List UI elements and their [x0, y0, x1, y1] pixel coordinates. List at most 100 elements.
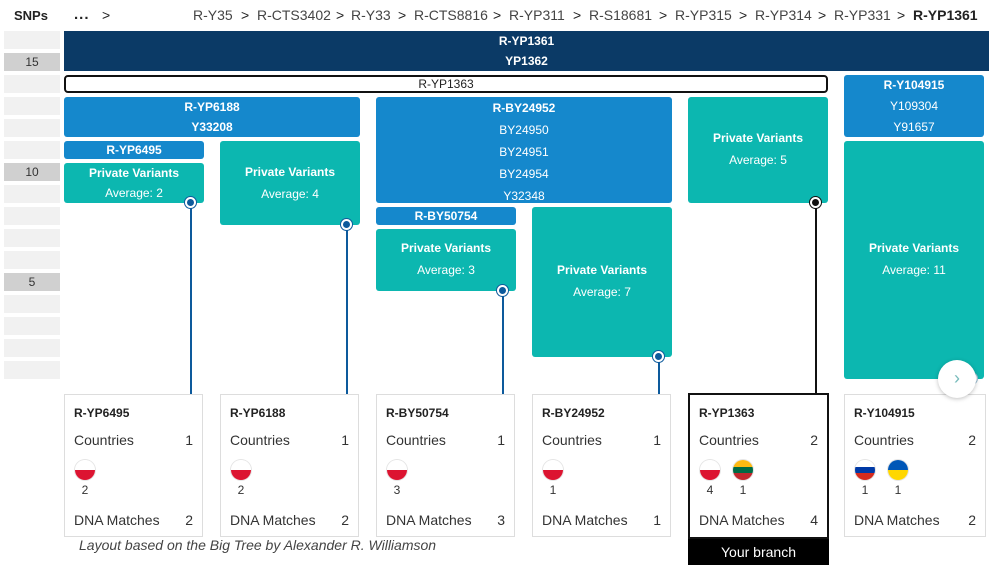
ukraine-flag-icon[interactable] [888, 460, 908, 480]
branch-card-r-by50754[interactable]: R-BY50754 Countries 1 3 DNA Matches 3 [376, 394, 515, 537]
breadcrumb-item-r-cts8816[interactable]: R-CTS8816 [414, 7, 488, 23]
node-r-yp6495[interactable]: R-YP6495 [64, 141, 204, 159]
countries-count: 1 [341, 432, 349, 448]
breadcrumb-item-r-cts3402[interactable]: R-CTS3402 [257, 7, 331, 23]
breadcrumb-separator: > [241, 7, 250, 23]
connector-dot [653, 351, 664, 362]
snp-scale-cell [4, 75, 60, 93]
node-label: R-YP6188 [184, 100, 240, 114]
connector-dot [185, 197, 196, 208]
node-snp: Y33208 [191, 120, 233, 134]
private-variants-title: Private Variants [868, 241, 960, 255]
matches-label: DNA Matches [699, 512, 785, 528]
card-title: R-YP6188 [230, 406, 286, 420]
snp-scale-cell [4, 229, 60, 247]
countries-count: 1 [653, 432, 661, 448]
breadcrumb-item-r-yp315[interactable]: R-YP315 [675, 7, 732, 23]
connector-dot [341, 219, 352, 230]
matches-count: 2 [968, 512, 976, 528]
snp-scale-cell [4, 317, 60, 335]
flag-count: 3 [393, 483, 401, 497]
matches-label: DNA Matches [386, 512, 472, 528]
lithuania-flag-icon[interactable] [733, 460, 753, 480]
connector-line-your-branch [815, 204, 817, 394]
snp-scale-cell [4, 295, 60, 313]
flag-count: 1 [894, 483, 902, 497]
private-variants-average: Average: 11 [882, 263, 946, 277]
breadcrumb-item-r-s18681[interactable]: R-S18681 [589, 7, 653, 23]
matches-label: DNA Matches [854, 512, 940, 528]
poland-flag-icon[interactable] [387, 460, 407, 480]
breadcrumb-separator: > [493, 7, 502, 23]
breadcrumb-ellipsis[interactable]: ... [74, 6, 90, 23]
node-r-by24952[interactable]: R-BY24952 BY24950 BY24951 BY24954 Y32348 [376, 97, 672, 203]
chevron-right-icon: › [954, 368, 960, 388]
poland-flag-icon[interactable] [231, 460, 251, 480]
node-snp: Y91657 [893, 120, 935, 134]
private-variants-r-y104915[interactable]: Private Variants Average: 11 [844, 141, 984, 379]
flag-count: 2 [237, 483, 245, 497]
branch-card-r-yp6188[interactable]: R-YP6188 Countries 1 2 DNA Matches 2 [220, 394, 359, 537]
countries-count: 2 [810, 432, 818, 448]
countries-label: Countries [386, 432, 446, 448]
attribution-footnote: Layout based on the Big Tree by Alexande… [79, 537, 437, 553]
breadcrumb-item-r-y33[interactable]: R-Y33 [351, 7, 391, 23]
snp-scale-label: 5 [4, 273, 60, 291]
connector-line [502, 292, 504, 394]
your-branch-badge: Your branch [688, 539, 829, 565]
breadcrumb-item-r-yp314[interactable]: R-YP314 [755, 7, 812, 23]
node-r-yp1363[interactable]: R-YP1363 [64, 75, 828, 93]
snps-header: SNPs [14, 8, 48, 23]
private-variants-average: Average: 4 [261, 187, 319, 201]
countries-count: 1 [185, 432, 193, 448]
branch-card-r-yp1363[interactable]: R-YP1363 Countries 2 4 1 DNA Matches 4 [688, 393, 829, 539]
private-variants-r-by24952[interactable]: Private Variants Average: 7 [532, 207, 672, 357]
private-variants-r-yp1363[interactable]: Private Variants Average: 5 [688, 97, 828, 203]
flag-count: 4 [706, 483, 714, 497]
countries-row: Countries 1 [230, 432, 349, 448]
private-variants-r-yp6188[interactable]: Private Variants Average: 4 [220, 141, 360, 225]
private-variants-r-yp6495[interactable]: Private Variants Average: 2 [64, 163, 204, 203]
node-snp: BY24951 [499, 145, 549, 159]
private-variants-r-by50754[interactable]: Private Variants Average: 3 [376, 229, 516, 291]
node-r-y104915[interactable]: R-Y104915 Y109304 Y91657 [844, 75, 984, 137]
node-r-by50754[interactable]: R-BY50754 [376, 207, 516, 225]
poland-flag-icon[interactable] [75, 460, 95, 480]
flag-count: 1 [739, 483, 747, 497]
node-snp: BY24950 [499, 123, 549, 137]
branch-card-r-y104915[interactable]: R-Y104915 Countries 2 1 1 DNA Matches 2 [844, 394, 986, 537]
breadcrumb-item-r-yp311[interactable]: R-YP311 [509, 7, 565, 23]
snp-scale-cell [4, 339, 60, 357]
flag-count: 1 [861, 483, 869, 497]
countries-count: 1 [497, 432, 505, 448]
node-snp: Y32348 [503, 189, 545, 203]
private-variants-average: Average: 2 [105, 186, 163, 200]
breadcrumb-item-r-y35[interactable]: R-Y35 [193, 7, 233, 23]
private-variants-average: Average: 7 [573, 285, 631, 299]
countries-row: Countries 2 [699, 432, 818, 448]
node-r-yp1361[interactable]: R-YP1361 YP1362 [64, 31, 989, 71]
scroll-right-button[interactable]: › [938, 360, 976, 398]
poland-flag-icon[interactable] [700, 460, 720, 480]
breadcrumb-separator: > [818, 7, 827, 23]
node-label: R-Y104915 [883, 78, 945, 92]
branch-card-r-yp6495[interactable]: R-YP6495 Countries 1 2 DNA Matches 2 [64, 394, 203, 537]
breadcrumb-item-r-yp331[interactable]: R-YP331 [834, 7, 891, 23]
snp-scale-cell [4, 119, 60, 137]
breadcrumb-separator: > [336, 7, 345, 23]
poland-flag-icon[interactable] [543, 460, 563, 480]
node-r-yp6188[interactable]: R-YP6188 Y33208 [64, 97, 360, 137]
countries-row: Countries 1 [74, 432, 193, 448]
flag-count: 2 [81, 483, 89, 497]
countries-count: 2 [968, 432, 976, 448]
matches-row: DNA Matches 1 [542, 512, 661, 528]
breadcrumb-separator: > [739, 7, 748, 23]
connector-dot [497, 285, 508, 296]
node-label: R-BY24952 [492, 101, 556, 115]
countries-label: Countries [699, 432, 759, 448]
countries-row: Countries 1 [386, 432, 505, 448]
private-variants-title: Private Variants [556, 263, 648, 277]
node-snp: BY24954 [499, 167, 549, 181]
branch-card-r-by24952[interactable]: R-BY24952 Countries 1 1 DNA Matches 1 [532, 394, 671, 537]
russia-flag-icon[interactable] [855, 460, 875, 480]
